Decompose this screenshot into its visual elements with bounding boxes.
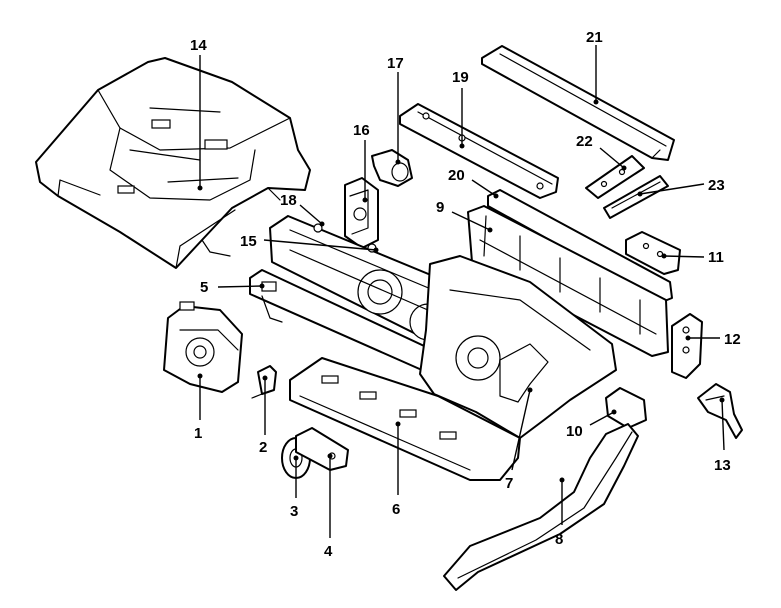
callout-1: 1 bbox=[194, 425, 202, 442]
callout-16: 16 bbox=[353, 122, 370, 139]
callout-18: 18 bbox=[280, 192, 297, 209]
callout-21: 21 bbox=[586, 29, 603, 46]
part-6-front-floor-pan bbox=[289, 357, 521, 481]
leader-lines bbox=[197, 45, 725, 538]
callout-23: 23 bbox=[708, 177, 725, 194]
part-17-actuator bbox=[371, 149, 413, 187]
callout-13: 13 bbox=[714, 457, 731, 474]
part-12-bracket bbox=[671, 313, 703, 379]
callout-9: 9 bbox=[436, 199, 444, 216]
callout-5: 5 bbox=[200, 279, 208, 296]
callout-11: 11 bbox=[708, 249, 724, 266]
part-10-bracket bbox=[605, 387, 647, 429]
callout-19: 19 bbox=[452, 69, 469, 86]
part-13-bracket bbox=[697, 383, 743, 439]
part-14-rear-floor-pan bbox=[35, 57, 311, 269]
part-21-rail bbox=[481, 45, 675, 161]
part-22-plate bbox=[585, 155, 645, 199]
callout-10: 10 bbox=[566, 423, 583, 440]
part-2-clip bbox=[251, 365, 277, 399]
part-23-plate bbox=[603, 175, 669, 219]
callout-8: 8 bbox=[555, 531, 563, 548]
part-8-side-member bbox=[443, 423, 639, 591]
part-7-center-floor bbox=[419, 255, 617, 439]
callout-20: 20 bbox=[448, 167, 465, 184]
callout-17: 17 bbox=[387, 55, 404, 72]
callout-labels: 14 1 2 3 4 5 6 7 8 9 10 11 12 13 15 16 1… bbox=[190, 29, 741, 560]
callout-12: 12 bbox=[724, 331, 741, 348]
callout-22: 22 bbox=[576, 133, 593, 150]
part-16-bracket bbox=[344, 177, 379, 249]
part-19-cross-member bbox=[399, 103, 559, 199]
callout-7: 7 bbox=[505, 475, 513, 492]
callout-3: 3 bbox=[290, 503, 298, 520]
part-20-panel bbox=[487, 189, 673, 303]
callout-2: 2 bbox=[259, 439, 267, 456]
callout-15: 15 bbox=[240, 233, 257, 250]
part-1-mount bbox=[163, 301, 243, 393]
callout-6: 6 bbox=[392, 501, 400, 518]
callout-4: 4 bbox=[324, 543, 333, 560]
callout-14: 14 bbox=[190, 37, 207, 54]
